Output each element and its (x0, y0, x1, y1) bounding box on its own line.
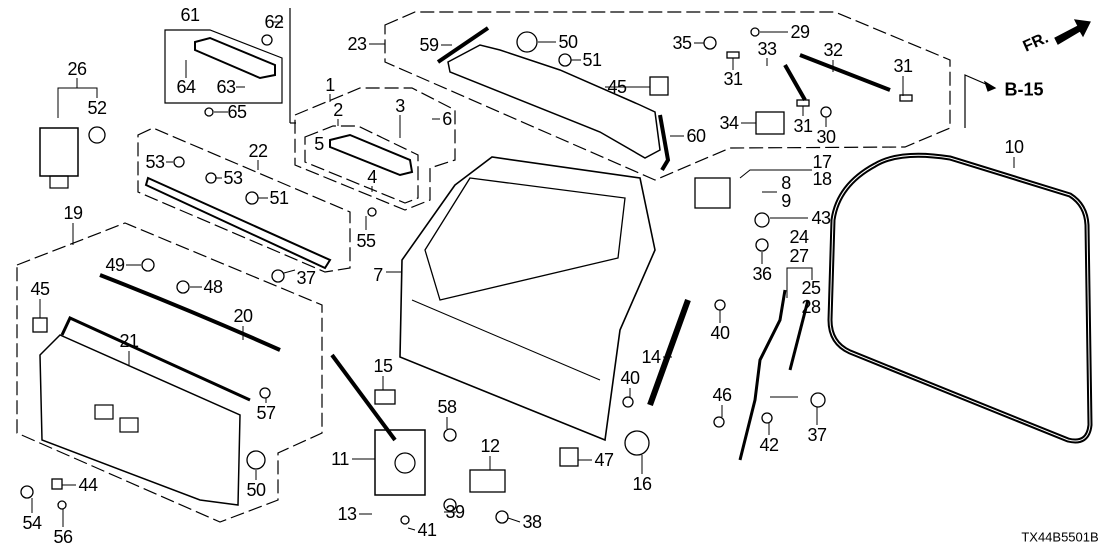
part-callout[interactable]: 6 (442, 109, 452, 129)
part-callout[interactable]: 63 (216, 77, 236, 97)
part-callout[interactable]: 48 (203, 277, 223, 297)
part-callout[interactable]: 42 (759, 435, 779, 455)
light-group-outline (294, 87, 456, 211)
part-callout[interactable]: 61 (180, 5, 200, 25)
part-callout[interactable]: 8 (781, 173, 791, 193)
lower-garnish-group-outline (16, 222, 323, 523)
part-callout[interactable]: 43 (811, 208, 831, 228)
part-callout[interactable]: 51 (269, 188, 289, 208)
part-callout[interactable]: 12 (480, 436, 500, 456)
reference-b15-link[interactable]: B-15 (1004, 79, 1044, 100)
part-callout[interactable]: 27 (789, 246, 809, 266)
part-callout[interactable]: 18 (812, 169, 832, 189)
light-subgroup-outline (304, 125, 419, 204)
part-callout[interactable]: 50 (246, 480, 266, 500)
part-callout[interactable]: 56 (53, 527, 73, 547)
part-callout[interactable]: 47 (594, 450, 614, 470)
part-callout[interactable]: 24 (789, 227, 809, 247)
part-callout[interactable]: 13 (337, 504, 357, 524)
part-callout[interactable]: 41 (417, 520, 437, 540)
part-callout[interactable]: 45 (607, 77, 627, 97)
part-callout[interactable]: 40 (620, 368, 640, 388)
part-callout[interactable]: 53 (145, 152, 165, 172)
group-outlines (16, 11, 951, 523)
part-callout[interactable]: 30 (816, 127, 836, 147)
part-callout[interactable]: 34 (719, 113, 739, 133)
part-callout[interactable]: 2 (333, 100, 343, 120)
upper-garnish-part (144, 176, 332, 270)
part-callout[interactable]: 31 (723, 69, 743, 89)
fasteners (20, 27, 913, 525)
part-callout[interactable]: 28 (801, 297, 821, 317)
part-callout[interactable]: 31 (793, 116, 813, 136)
part-callout[interactable]: 54 (22, 513, 42, 533)
part-callout[interactable]: 39 (445, 502, 465, 522)
part-callout[interactable]: 53 (223, 168, 243, 188)
part-callout[interactable]: 5 (314, 134, 324, 154)
part-callout[interactable]: 51 (582, 50, 602, 70)
part-callout[interactable]: 40 (710, 323, 730, 343)
part-callout[interactable]: 60 (686, 126, 706, 146)
high-mount-light-group-outline (164, 29, 283, 104)
part-callout[interactable]: 62 (264, 12, 284, 32)
part-callout[interactable]: 23 (347, 34, 367, 54)
part-callout[interactable]: 26 (67, 59, 87, 79)
part-callout[interactable]: 64 (176, 77, 196, 97)
garnish-panel-part (39, 334, 241, 506)
part-callout[interactable]: 46 (712, 385, 732, 405)
part-callout[interactable]: 3 (395, 96, 405, 116)
part-callout[interactable]: 15 (373, 356, 393, 376)
part-callout[interactable]: 1 (325, 75, 335, 95)
part-callout[interactable]: 45 (30, 279, 50, 299)
part-callout[interactable]: 36 (752, 264, 772, 284)
part-callout[interactable]: 59 (419, 35, 439, 55)
part-callout[interactable]: 38 (522, 512, 542, 532)
garnish-group-outline (137, 127, 351, 273)
part-callout[interactable]: 50 (558, 32, 578, 52)
spoiler-part (447, 44, 661, 159)
part-callout[interactable]: 17 (812, 152, 832, 172)
tailgate-part (399, 156, 656, 442)
part-callout[interactable]: 58 (437, 397, 457, 417)
part-callout[interactable]: 32 (823, 40, 843, 60)
part-callout[interactable]: 20 (233, 306, 253, 326)
part-callout[interactable]: 16 (632, 474, 652, 494)
part-callout[interactable]: 29 (790, 22, 810, 42)
part-callout[interactable]: 37 (296, 268, 316, 288)
part-callout[interactable]: 10 (1004, 137, 1024, 157)
part-callout[interactable]: 14 (641, 347, 661, 367)
part-callout[interactable]: 52 (87, 98, 107, 118)
part-callout[interactable]: 22 (248, 141, 268, 161)
part-callout[interactable]: 49 (105, 255, 125, 275)
part-callout[interactable]: 11 (331, 449, 349, 469)
molding-part (99, 273, 281, 352)
part-callout[interactable]: 57 (256, 403, 276, 423)
part-callout[interactable]: 25 (801, 278, 821, 298)
part-callout[interactable]: 7 (373, 265, 383, 285)
part-callout[interactable]: 35 (672, 33, 692, 53)
leader-lines (31, 21, 1015, 531)
part-callout[interactable]: 21 (119, 331, 139, 351)
part-callout[interactable]: 31 (893, 56, 913, 76)
part-callout[interactable]: 19 (63, 203, 83, 223)
part-callout[interactable]: 37 (807, 425, 827, 445)
part-callout[interactable]: 4 (367, 167, 377, 187)
spoiler-group-outline (384, 11, 951, 181)
part-callout[interactable]: 65 (227, 102, 247, 122)
part-callout[interactable]: 9 (781, 191, 791, 211)
part-callout[interactable]: 44 (78, 475, 98, 495)
diagram-code: TX44B5501B (1021, 529, 1099, 545)
weatherstrip-part (827, 152, 1093, 444)
part-callout[interactable]: 33 (757, 39, 777, 59)
front-arrow-icon (1054, 19, 1091, 45)
part-callout[interactable]: 55 (356, 231, 376, 251)
